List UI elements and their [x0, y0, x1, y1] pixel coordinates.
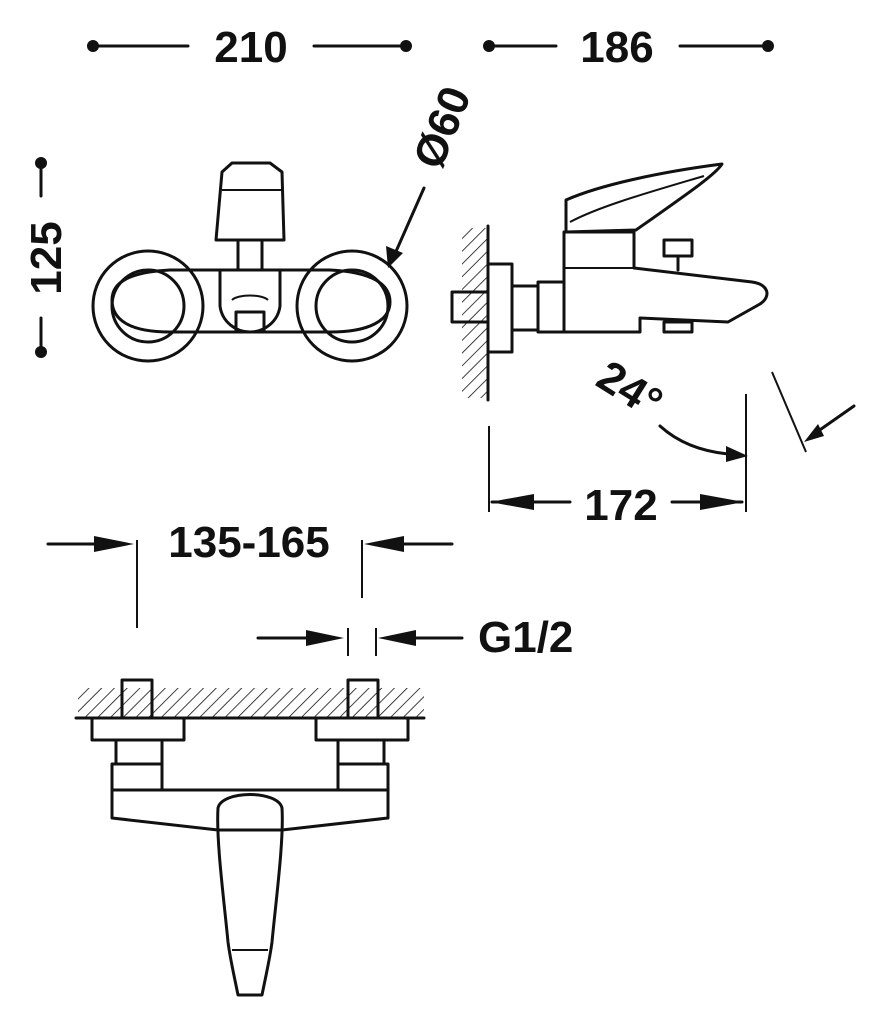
dimension-label-24-degrees: 24°	[588, 351, 670, 428]
dimension-label-125: 125	[22, 221, 71, 294]
dimension-thread-size: G1/2	[256, 613, 573, 662]
dimension-label-135-165: 135-165	[168, 518, 329, 567]
dimension-label-186: 186	[580, 23, 653, 72]
dimension-label-g1-2: G1/2	[478, 613, 573, 662]
dimension-spout-projection: 172	[488, 394, 747, 530]
side-view	[450, 162, 769, 402]
front-view	[91, 161, 409, 363]
dimension-spout-angle: 24°	[588, 351, 856, 462]
dimension-height: 125	[22, 157, 71, 358]
dimension-width-top: 210	[87, 23, 412, 72]
dimension-label-diameter-60: Ø60	[404, 80, 481, 175]
dimension-label-210: 210	[214, 23, 287, 72]
dimension-label-172: 172	[584, 481, 657, 530]
dimension-depth-top: 186	[483, 23, 774, 72]
dimension-center-distance: 135-165	[46, 518, 454, 628]
bottom-view	[74, 678, 426, 997]
